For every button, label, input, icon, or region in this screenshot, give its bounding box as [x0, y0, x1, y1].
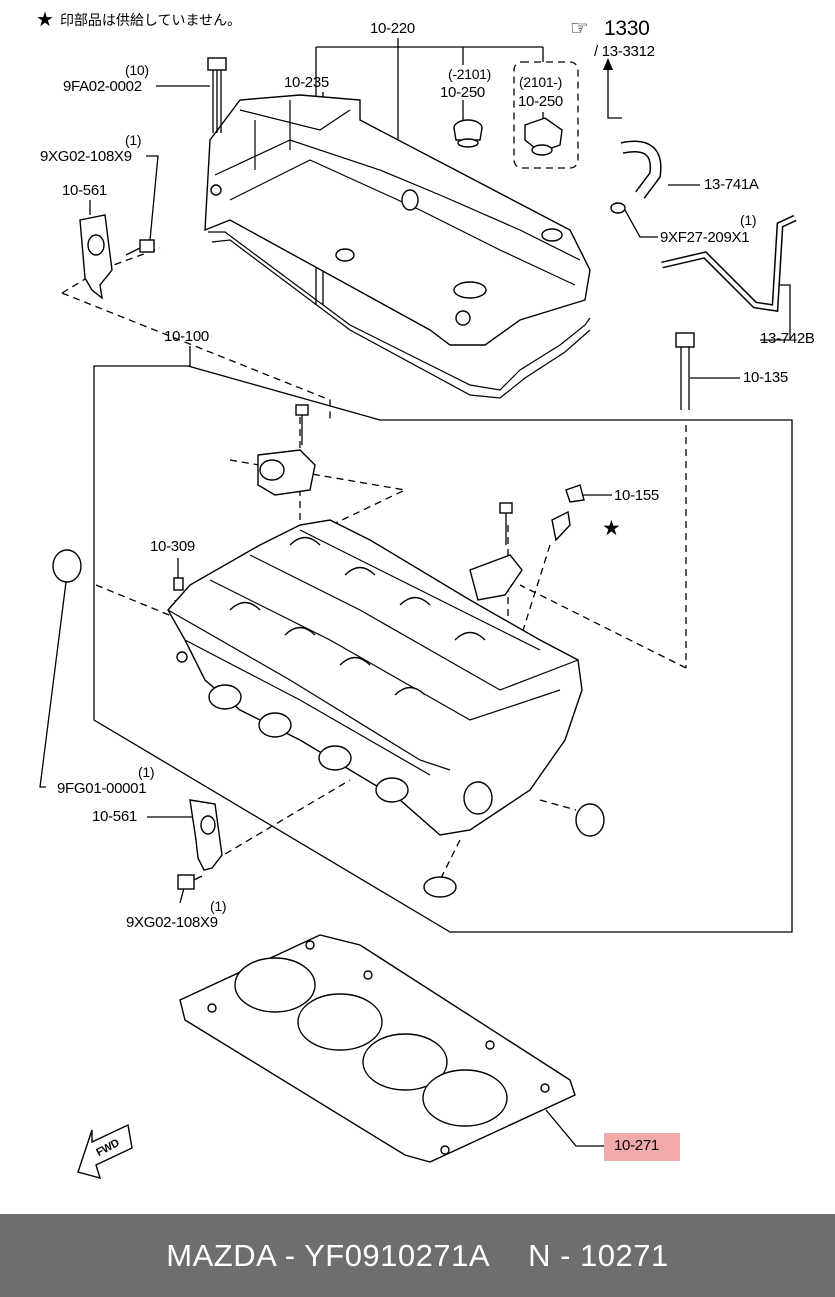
star-icon: ★: [602, 517, 621, 540]
highlight-box: [604, 1133, 680, 1161]
footer-bar: MAZDA - YF0910271A N - 10271: [0, 1214, 835, 1297]
ref-13-3312[interactable]: / 13-3312: [594, 43, 655, 60]
callout-10-235[interactable]: 10-235: [284, 74, 329, 91]
callout-10-271[interactable]: 10-271: [614, 1137, 659, 1154]
range-minus-2101: (-2101): [448, 66, 492, 82]
qty-1-b: (1): [740, 212, 757, 228]
bolts: [125, 57, 695, 890]
callout-10-309[interactable]: 10-309: [150, 538, 195, 555]
parts-diagram: ★ 印部品は供給していません。 10-220 10-235 (10) 9FA02…: [36, 10, 815, 1180]
callout-13-741a[interactable]: 13-741A: [704, 176, 759, 193]
footer-ref-number: N - 10271: [528, 1237, 669, 1273]
callout-10-250-b[interactable]: 10-250: [518, 93, 563, 110]
qty-1-c: (1): [138, 764, 155, 780]
callout-10-561-bottom[interactable]: 10-561: [92, 808, 137, 825]
callout-10-155[interactable]: 10-155: [614, 487, 659, 504]
qty-1-d: (1): [210, 898, 227, 914]
callout-9fg01-00001[interactable]: 9FG01-00001: [57, 780, 147, 797]
callout-13-742b[interactable]: 13-742B: [760, 330, 815, 347]
hoses: [541, 140, 797, 313]
callout-9xg02-108x9-top[interactable]: 9XG02-108X9: [40, 148, 132, 165]
hand-pointer-icon: ☞: [570, 17, 589, 40]
callout-9fa02-0002[interactable]: 9FA02-0002: [63, 78, 142, 95]
callout-10-561-top[interactable]: 10-561: [62, 182, 107, 199]
legend-note: ★ 印部品は供給していません。: [36, 10, 241, 30]
qty-10: (10): [125, 62, 149, 78]
callout-10-220[interactable]: 10-220: [370, 20, 415, 37]
fwd-arrow: [77, 1123, 133, 1180]
footer-part-number: MAZDA - YF0910271A: [166, 1237, 491, 1273]
callout-10-250-a[interactable]: 10-250: [440, 84, 485, 101]
cylinder-head: [52, 449, 605, 898]
head-gasket: [179, 934, 576, 1163]
valve-cover: [204, 61, 591, 399]
callout-9xg02-108x9-bottom[interactable]: 9XG02-108X9: [126, 914, 218, 931]
legend-text: 印部品は供給していません。: [59, 12, 242, 28]
star-icon: ★: [36, 9, 54, 31]
callout-10-135[interactable]: 10-135: [743, 369, 788, 386]
range-2101-plus: (2101-): [519, 74, 563, 90]
diagram-lines: [39, 38, 797, 1180]
ref-1330[interactable]: 1330: [604, 17, 650, 40]
qty-1-a: (1): [125, 132, 142, 148]
callout-9xf27-209x1[interactable]: 9XF27-209X1: [660, 229, 750, 246]
callout-10-100[interactable]: 10-100: [164, 328, 209, 345]
brackets: [79, 214, 223, 871]
